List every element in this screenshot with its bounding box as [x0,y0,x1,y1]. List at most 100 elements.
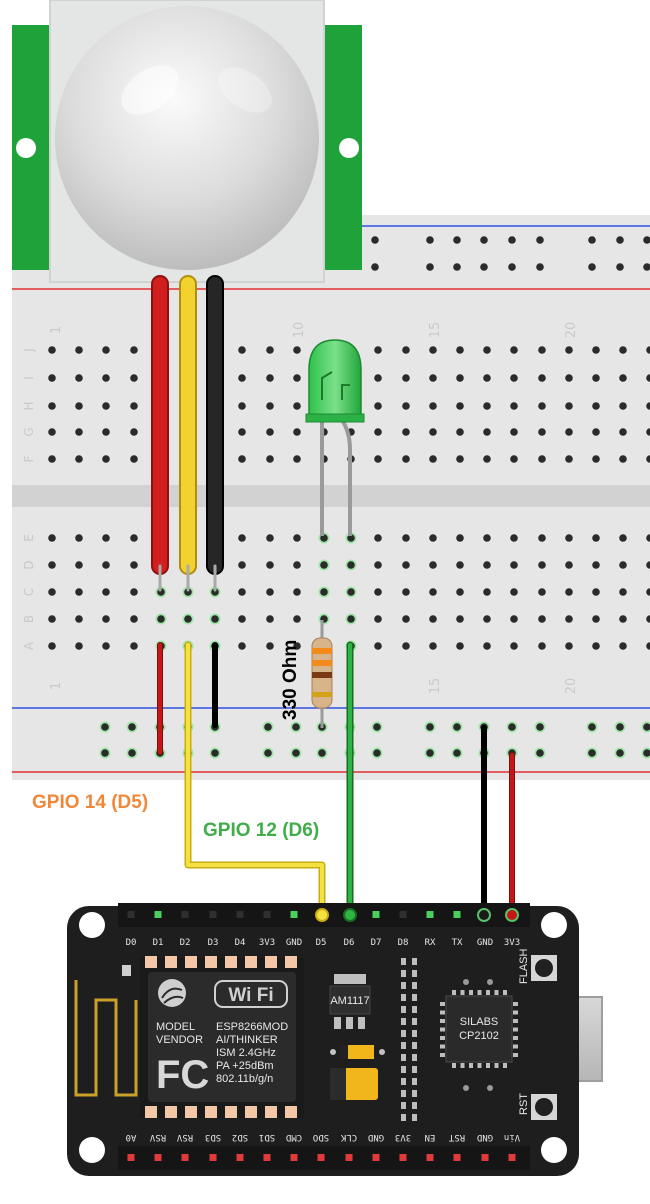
breadboard-hole [211,615,219,623]
esp-pad-bottom [205,1106,217,1118]
esp-pad-top [245,956,257,968]
esp-pad-bottom [165,1106,177,1118]
breadboard-hole [102,402,110,410]
resistor-330-ohm [311,620,333,728]
breadboard-hole [75,346,83,354]
cp2102-dot-1 [463,979,469,985]
breadboard-hole [646,534,650,542]
breadboard-hole [48,428,56,436]
breadboard-hole [456,428,464,436]
breadboard-hole [238,615,246,623]
cp2102-pin [486,990,490,995]
top-pin-label: D6 [344,938,355,948]
breadboard-hole [320,534,328,542]
breadboard-hole [646,561,650,569]
breadboard-hole [592,642,600,650]
espressif-logo-swirl [161,987,184,1004]
breadboard-hole [266,346,274,354]
esp-pad-bottom [145,1106,157,1118]
breadboard-hole [616,236,624,244]
breadboard-hole [320,588,328,596]
breadboard-hole [373,723,381,731]
breadboard-hole [293,561,301,569]
gpio14-label: GPIO 14 (D5) [32,792,148,813]
rst-button-cap[interactable] [535,1098,553,1116]
breadboard-hole [130,642,138,650]
cp2102-pin [469,990,473,995]
breadboard-hole [426,749,434,757]
row-letter-bottom: A [22,641,36,650]
breadboard-hole [292,749,300,757]
esp-pad-bottom [185,1106,197,1118]
breadboard-hole [456,642,464,650]
breadboard-hole [75,642,83,650]
top-pin-label: D2 [180,938,191,948]
breadboard-hole [130,374,138,382]
top-header-pin [154,911,162,918]
top-header-pin [372,911,380,918]
breadboard-hole [102,588,110,596]
breadboard-hole [483,455,491,463]
cp2102-label-1: SILABS [460,1016,499,1028]
breadboard-hole [456,561,464,569]
breadboard-hole [402,642,410,650]
led [305,339,365,536]
breadboard-hole [374,346,382,354]
vias [401,958,417,1121]
cp2102-pin [452,990,456,995]
breadboard-hole [266,588,274,596]
breadboard-hole [374,588,382,596]
top-pin-label: TX [452,938,463,948]
breadboard-hole [371,236,379,244]
breadboard-hole [128,749,136,757]
breadboard-hole [483,588,491,596]
cp2102-pin [460,1063,465,1068]
breadboard-hole [592,346,600,354]
breadboard-hole [320,561,328,569]
led-anvil [321,371,350,400]
breadboard-hole [510,428,518,436]
via [412,1102,417,1109]
breadboard-hole [538,561,546,569]
cp2102-pin [513,1010,518,1015]
top-pin-label: RX [425,938,436,948]
breadboard-hole [646,428,650,436]
bottom-header-pin [317,1154,325,1161]
breadboard-hole [48,588,56,596]
regulator-leg-3 [358,1017,365,1029]
bottom-pin-label: GND [368,1132,384,1142]
flash-button-label: FLASH [518,948,530,984]
breadboard-hole [75,428,83,436]
via [401,1018,406,1025]
contact-3v3 [505,908,519,922]
breadboard-hole [102,455,110,463]
breadboard-hole [238,455,246,463]
breadboard-hole [238,534,246,542]
breadboard-hole [238,588,246,596]
breadboard-hole [483,534,491,542]
breadboard-hole [646,642,650,650]
breadboard-hole [102,374,110,382]
breadboard-hole [102,346,110,354]
via [401,1090,406,1097]
breadboard-hole [266,642,274,650]
top-header-pin [127,911,135,918]
bottom-header-pin [181,1154,189,1161]
via [401,1006,406,1013]
breadboard-hole [293,346,301,354]
breadboard-hole [101,723,109,731]
breadboard-hole [456,534,464,542]
bottom-pin-label: Vin [504,1132,520,1142]
breadboard-hole [510,534,518,542]
breadboard-hole [238,642,246,650]
bottom-header-pin [453,1154,461,1161]
cp2102-pin [477,1063,482,1068]
breadboard-hole [565,346,573,354]
flash-button-cap[interactable] [535,959,553,977]
breadboard-hole [565,588,573,596]
cp2102-pin [440,1027,445,1032]
via [412,958,417,965]
bottom-header-pin [263,1154,271,1161]
top-header-pin [236,911,244,918]
